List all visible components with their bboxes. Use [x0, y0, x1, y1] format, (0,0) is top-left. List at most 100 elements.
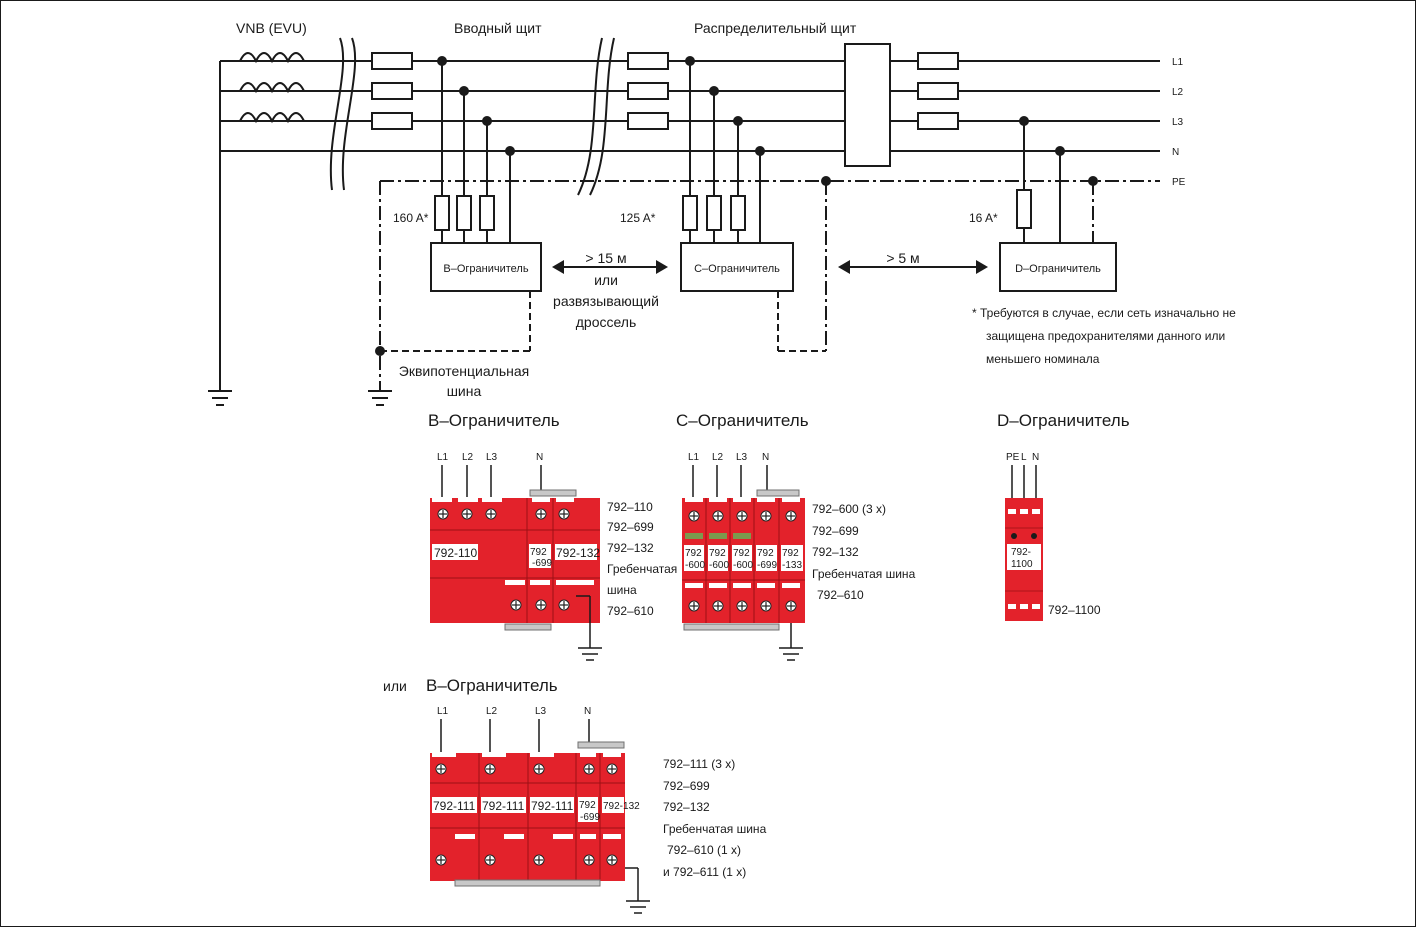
b-block-part-list: 792–110 792–699 792–132 Гребенчатая шина…	[607, 500, 677, 618]
conductor-l2: L2	[1172, 87, 1184, 98]
b-block-terminals: L1 L2 L3 N	[437, 452, 543, 500]
b-block-modules: 792-110 792 -699 792-132	[430, 489, 602, 661]
distance-bc-choke: развязывающий	[553, 293, 659, 309]
svg-text:N: N	[762, 452, 769, 463]
svg-text:Гребенчатая: Гребенчатая	[607, 562, 677, 576]
arrester-c-label: C–Ограничитель	[694, 263, 780, 275]
conductor-l1: L1	[1172, 57, 1184, 68]
svg-text:L3: L3	[736, 452, 748, 463]
distance-bc-or: или	[594, 272, 618, 288]
svg-text:792-132: 792-132	[556, 546, 600, 560]
fuse-d-rating: 16 A*	[969, 211, 998, 225]
equipotential-bus-label-2: шина	[447, 383, 482, 399]
c-arrester-wiring	[680, 56, 794, 292]
svg-text:-699: -699	[580, 812, 600, 823]
svg-text:792: 792	[685, 548, 702, 559]
svg-text:-600: -600	[685, 560, 705, 571]
svg-text:792-111: 792-111	[482, 799, 525, 813]
svg-text:L3: L3	[486, 452, 498, 463]
svg-text:792–110: 792–110	[607, 500, 653, 514]
svg-text:792–132: 792–132	[607, 541, 654, 555]
distance-arrows	[552, 260, 988, 274]
arrester-b-label: B–Ограничитель	[443, 263, 528, 275]
b2-block-part-list: 792–111 (3 x) 792–699 792–132 Гребенчата…	[663, 757, 767, 879]
d-block-title: D–Ограничитель	[997, 411, 1130, 430]
svg-text:Гребенчатая шина: Гребенчатая шина	[812, 567, 916, 581]
fuse-b-rating: 160 A*	[393, 211, 429, 225]
distance-bc-choke-2: дроссель	[576, 314, 637, 330]
svg-text:792–111 (3 x): 792–111 (3 x)	[663, 757, 735, 771]
svg-text:L2: L2	[486, 706, 498, 717]
footnote-line-1: * Требуются в случае, если сеть изначаль…	[972, 306, 1236, 320]
svg-text:792: 792	[782, 548, 799, 559]
arrester-d-label: D–Ограничитель	[1015, 263, 1101, 275]
svg-text:-699: -699	[532, 558, 552, 569]
svg-text:L2: L2	[462, 452, 474, 463]
svg-text:L1: L1	[688, 452, 700, 463]
b-block-title: B–Ограничитель	[428, 411, 560, 430]
svg-text:-133: -133	[782, 560, 802, 571]
transformer-coils	[239, 52, 305, 124]
svg-text:792: 792	[733, 548, 750, 559]
c-block-part-list: 792–600 (3 x) 792–699 792–132 Гребенчата…	[812, 502, 916, 602]
svg-text:L1: L1	[437, 706, 449, 717]
svg-text:-699: -699	[757, 560, 777, 571]
conductor-n: N	[1172, 147, 1179, 158]
svg-text:792–699: 792–699	[663, 779, 710, 793]
svg-text:792–699: 792–699	[607, 520, 654, 534]
svg-text:-600: -600	[709, 560, 729, 571]
svg-text:L3: L3	[535, 706, 547, 717]
break-marks	[329, 37, 615, 196]
c-block-terminals: L1 L2 L3 N	[688, 452, 769, 500]
d-block-part: 792–1100	[1048, 603, 1101, 617]
svg-text:шина: шина	[607, 583, 637, 597]
svg-text:Гребенчатая шина: Гребенчатая шина	[663, 822, 767, 836]
d-block-terminals: PE L N	[1006, 452, 1039, 498]
svg-text:792-110: 792-110	[434, 546, 477, 560]
supply-label: VNB (EVU)	[236, 20, 307, 36]
svg-text:L1: L1	[437, 452, 449, 463]
b2-block-title: B–Ограничитель	[426, 676, 558, 695]
dist-board-label: Распределительный щит	[694, 20, 857, 36]
b2-block-terminals: L1 L2 L3 N	[437, 706, 591, 755]
svg-text:792–699: 792–699	[812, 524, 859, 538]
main-board-label: Вводный щит	[454, 20, 542, 36]
svg-text:N: N	[536, 452, 543, 463]
b2-prefix: или	[383, 678, 407, 694]
pe-connections	[375, 176, 831, 390]
b2-block-modules: 792-111 792-111 792-111 792 -699 792-132	[430, 741, 650, 914]
svg-text:N: N	[584, 706, 591, 717]
footnote-line-3: меньшего номинала	[986, 352, 1100, 366]
d-block-module: 792- 1100	[1005, 498, 1043, 621]
svg-text:792-132: 792-132	[603, 801, 640, 812]
svg-text:792: 792	[757, 548, 774, 559]
svg-text:792: 792	[709, 548, 726, 559]
svg-text:792-111: 792-111	[433, 799, 476, 813]
svg-text:и 792–611 (1 x): и 792–611 (1 x)	[663, 865, 746, 879]
svg-text:792–610 (1 x): 792–610 (1 x)	[667, 843, 741, 857]
d-arrester-wiring	[999, 116, 1117, 292]
fuse-c-rating: 125 A*	[620, 211, 656, 225]
ground-symbols	[208, 390, 392, 406]
conductor-l3: L3	[1172, 117, 1184, 128]
svg-text:792: 792	[530, 547, 547, 558]
c-block-title: C–Ограничитель	[676, 411, 809, 430]
conductor-pe: PE	[1172, 177, 1186, 188]
svg-text:792–132: 792–132	[663, 800, 710, 814]
svg-text:N: N	[1032, 452, 1039, 463]
svg-text:792–610: 792–610	[817, 588, 864, 602]
svg-text:792-: 792-	[1011, 547, 1031, 558]
distance-cd: > 5 м	[886, 250, 919, 266]
svg-text:792: 792	[579, 800, 596, 811]
svg-text:-600: -600	[733, 560, 753, 571]
svg-text:792–600 (3 x): 792–600 (3 x)	[812, 502, 886, 516]
distribution-panel-box	[844, 43, 891, 167]
equipotential-bus-label: Эквипотенциальная	[399, 363, 529, 379]
svg-text:792–132: 792–132	[812, 545, 859, 559]
b-arrester-wiring	[430, 56, 542, 292]
footnote-line-2: защищена предохранителями данного или	[986, 329, 1225, 343]
svg-text:L: L	[1021, 452, 1027, 463]
svg-text:L2: L2	[712, 452, 724, 463]
svg-text:PE: PE	[1006, 452, 1020, 463]
